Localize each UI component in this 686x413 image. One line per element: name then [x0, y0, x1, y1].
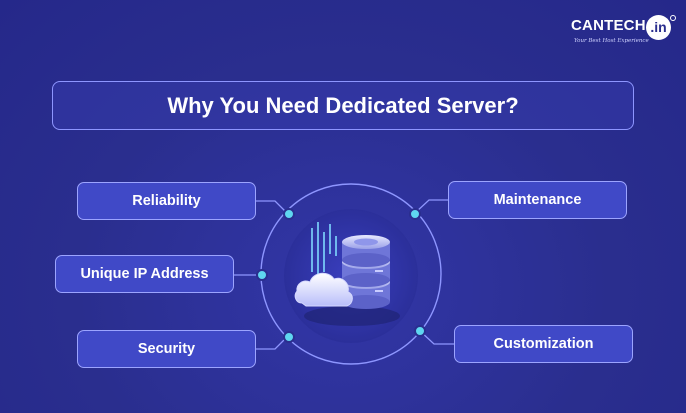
feature-label: Customization: [493, 336, 594, 352]
feature-label: Security: [137, 341, 196, 357]
brand-badge: .in: [646, 15, 676, 40]
feature-label: Maintenance: [493, 192, 582, 208]
feature-security: Security: [77, 330, 256, 368]
feature-reliability: Reliability: [77, 182, 256, 220]
feature-maintenance: Maintenance: [448, 181, 627, 219]
page-title: Why You Need Dedicated Server?: [167, 92, 519, 118]
brand-logo: CANTECH .in Your Best Host Experience: [571, 15, 676, 49]
brand-tagline: Your Best Host Experience: [574, 38, 649, 44]
binary-code-icon: [311, 222, 337, 280]
cloud-icon: [294, 272, 353, 307]
feature-label: Reliability: [132, 193, 201, 209]
title-banner: Why You Need Dedicated Server?: [52, 81, 634, 130]
feature-customization: Customization: [454, 325, 633, 363]
connector-lines: [234, 199, 454, 350]
brand-name: CANTECH: [571, 17, 646, 34]
server-base-shadow: [304, 306, 400, 326]
connector-dots: [256, 208, 426, 343]
feature-unique-ip-address: Unique IP Address: [55, 255, 234, 293]
feature-label: Unique IP Address: [80, 266, 209, 282]
server-stack-icon: [342, 235, 390, 309]
